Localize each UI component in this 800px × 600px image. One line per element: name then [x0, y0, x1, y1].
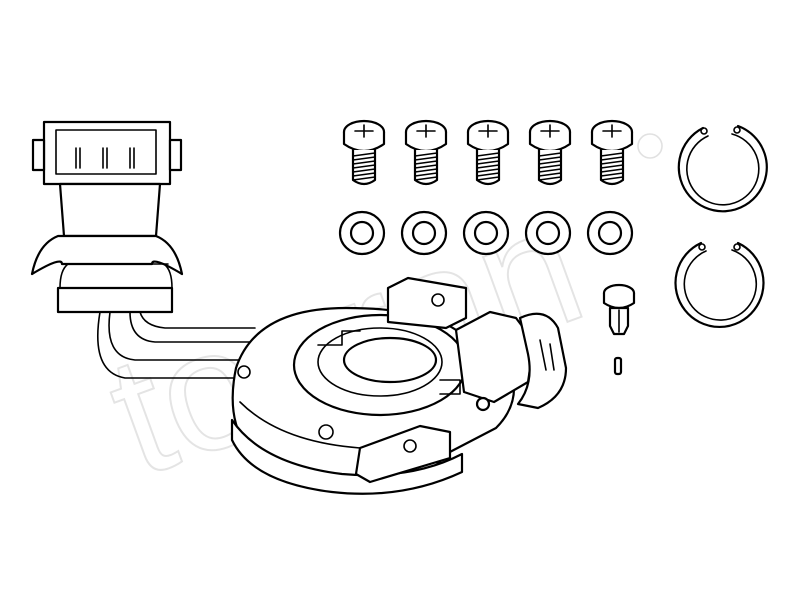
mounting-lug-bottom	[354, 424, 452, 484]
screw-icon	[404, 119, 448, 186]
base-plate-lip	[230, 418, 464, 495]
wire-1	[97, 311, 241, 379]
washer-icon	[338, 210, 386, 256]
ring-tabs	[317, 330, 461, 395]
circlip-icon	[677, 124, 768, 213]
wire-2	[108, 311, 246, 361]
plug-base	[56, 286, 174, 314]
screw-icon	[466, 119, 510, 186]
lug-hole-bottom	[403, 439, 417, 453]
washer-icon	[586, 210, 634, 256]
washer-icon	[462, 210, 510, 256]
screw-icon	[590, 119, 634, 186]
plate-hole	[318, 424, 334, 440]
screw-icon	[528, 119, 572, 186]
plug-base-details	[59, 263, 173, 289]
mounting-lug-top	[386, 276, 468, 330]
plug-body	[58, 182, 162, 238]
plate-edge-detail	[239, 401, 361, 449]
circlip-group	[674, 124, 768, 329]
washer-group	[338, 210, 634, 256]
plug-side-clips	[31, 138, 183, 172]
roll-pin-icon	[613, 356, 623, 376]
adjust-screw	[475, 396, 491, 412]
washer-icon	[524, 210, 572, 256]
ignition-base-plate	[230, 276, 568, 495]
plug-pins	[75, 147, 135, 169]
connector-plug	[30, 120, 256, 379]
center-bore	[342, 336, 438, 384]
sensor-cap-ribs	[539, 339, 555, 371]
circlip-icon	[674, 241, 765, 329]
washer-icon	[400, 210, 448, 256]
plug-flange	[30, 234, 184, 276]
base-plate-ring-inner	[317, 327, 443, 397]
screw-icon	[342, 119, 386, 186]
wire-3	[129, 311, 256, 343]
sensor-cap	[516, 312, 568, 410]
screw-group	[342, 119, 634, 186]
plug-socket-frame	[55, 129, 157, 175]
wire-4	[139, 311, 256, 329]
watermark-registered-mark	[637, 133, 663, 159]
lug-hole	[431, 293, 445, 307]
push-pin-icon	[602, 283, 636, 336]
plate-hole	[237, 365, 251, 379]
